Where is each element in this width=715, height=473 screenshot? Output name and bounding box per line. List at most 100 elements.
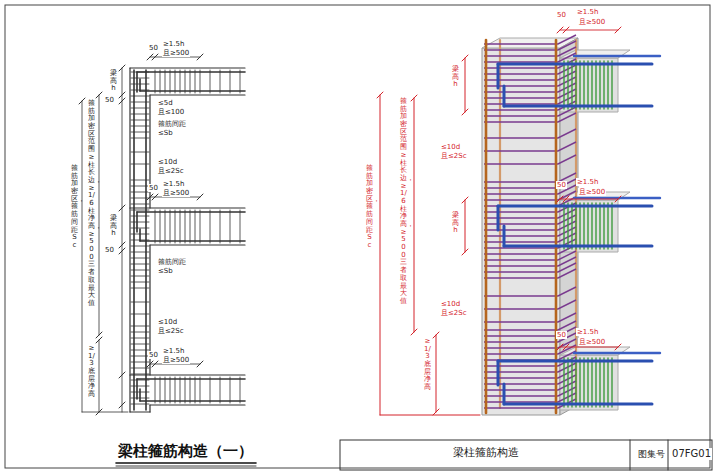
beam-stirrup bbox=[567, 61, 568, 109]
column-stirrup bbox=[131, 344, 149, 345]
beam-rebar-hook bbox=[136, 72, 138, 92]
dimension-tick bbox=[433, 332, 439, 338]
column-stirrup bbox=[484, 387, 576, 396]
beam-stirrup bbox=[591, 358, 592, 407]
dimension-line bbox=[465, 200, 466, 252]
dimension-tick bbox=[147, 54, 153, 60]
dimension-text: 梁高h bbox=[452, 212, 459, 235]
beam-stirrup bbox=[587, 61, 588, 109]
column-stirrup bbox=[484, 47, 576, 56]
beam-rebar bbox=[498, 360, 652, 363]
beam-stirrup bbox=[220, 70, 221, 93]
beam-rebar-hook bbox=[139, 229, 141, 241]
dimension-line bbox=[560, 30, 618, 31]
column-stirrup bbox=[131, 210, 149, 211]
beam-rebar-hook bbox=[136, 379, 138, 399]
dimension-line bbox=[436, 335, 437, 412]
dimension-text: 50 bbox=[104, 246, 115, 254]
beam-rebar bbox=[504, 105, 652, 108]
title-underline bbox=[116, 466, 256, 467]
dimension-tick bbox=[197, 54, 203, 60]
spacing-note: ≤10d bbox=[440, 143, 461, 151]
beam-stirrup bbox=[240, 70, 241, 93]
column-stirrup bbox=[131, 222, 149, 223]
column-stirrup bbox=[484, 95, 576, 104]
column-stirrup bbox=[131, 404, 149, 405]
dimension-tick bbox=[119, 92, 125, 98]
column-rebar bbox=[555, 40, 558, 413]
beam-stirrup bbox=[607, 203, 608, 249]
column-stirrup bbox=[484, 107, 576, 116]
beam-stirrup bbox=[587, 203, 588, 249]
beam-stirrup bbox=[200, 377, 201, 403]
beam-stirrup bbox=[595, 61, 596, 109]
title-block-cell: 07FG01 bbox=[671, 448, 712, 460]
beam-stirrup bbox=[579, 358, 580, 407]
beam-stirrup bbox=[180, 70, 181, 93]
beam-outline bbox=[150, 244, 245, 245]
beam-stirrup bbox=[200, 210, 201, 243]
beam-rebar-hook bbox=[139, 79, 141, 91]
beam-stirrup bbox=[583, 358, 584, 407]
spacing-note: ≤5d bbox=[157, 99, 174, 107]
beam-stirrup bbox=[230, 70, 231, 93]
beam-stirrup bbox=[587, 358, 588, 407]
column-stirrup bbox=[484, 263, 576, 272]
beam-stirrup bbox=[175, 377, 176, 403]
column-stirrup bbox=[484, 41, 576, 50]
dimension-text: 50 bbox=[556, 331, 567, 339]
beam-stirrup bbox=[175, 210, 176, 243]
dimension-tick bbox=[197, 361, 203, 367]
beam-stirrup bbox=[575, 61, 576, 109]
beam-stirrup bbox=[190, 210, 191, 243]
beam-rebar bbox=[498, 63, 652, 66]
leader-line bbox=[82, 412, 128, 413]
dimension-tick bbox=[79, 98, 85, 104]
concrete-beam-front bbox=[560, 355, 618, 410]
column-stirrup bbox=[131, 204, 149, 205]
beam-stirrup bbox=[220, 210, 221, 243]
column-stirrup bbox=[131, 198, 149, 199]
dimension-tick bbox=[152, 194, 158, 200]
beam-stirrup bbox=[155, 70, 156, 93]
beam-stirrup bbox=[599, 358, 600, 407]
beam-stirrup bbox=[591, 61, 592, 109]
beam-stirrup bbox=[579, 61, 580, 109]
dimension-text: ≥1.5h bbox=[576, 8, 599, 16]
dimension-text: ≥1.5h bbox=[162, 347, 185, 355]
column-stirrup bbox=[484, 351, 576, 360]
dimension-text: 50 bbox=[104, 96, 115, 104]
beam-stirrup bbox=[595, 203, 596, 249]
column-stirrup bbox=[131, 270, 149, 271]
column-stirrup bbox=[484, 233, 576, 242]
dimension-text: ≥1.5h bbox=[576, 178, 599, 186]
beam-stirrup bbox=[611, 358, 612, 407]
column-stirrup bbox=[131, 356, 149, 357]
dimension-tick bbox=[615, 27, 621, 33]
column-rebar bbox=[485, 40, 488, 413]
beam-stirrup bbox=[200, 70, 201, 93]
title-block-divider bbox=[668, 440, 669, 470]
column-stirrup bbox=[131, 302, 149, 303]
column-stirrup bbox=[484, 251, 576, 260]
beam-stirrup bbox=[155, 377, 156, 403]
column-stirrup bbox=[131, 180, 149, 181]
beam-stirrup bbox=[599, 61, 600, 109]
column-stirrup bbox=[131, 108, 149, 109]
dimension-line bbox=[380, 95, 381, 415]
column-stirrup bbox=[131, 332, 149, 333]
beam-stirrup bbox=[210, 70, 211, 93]
column-stirrup bbox=[131, 132, 149, 133]
dimension-tick bbox=[197, 194, 203, 200]
dimension-tick bbox=[615, 344, 621, 350]
column-stirrup bbox=[131, 314, 149, 315]
beam-stirrup bbox=[180, 210, 181, 243]
beam-stirrup bbox=[185, 377, 186, 403]
beam-rebar bbox=[140, 90, 245, 92]
column-stirrup bbox=[484, 287, 576, 296]
column-stirrup bbox=[131, 138, 149, 139]
beam-stirrup bbox=[190, 70, 191, 93]
beam-stirrup bbox=[583, 61, 584, 109]
beam-stirrup bbox=[563, 203, 564, 249]
column-stirrup bbox=[131, 246, 149, 247]
